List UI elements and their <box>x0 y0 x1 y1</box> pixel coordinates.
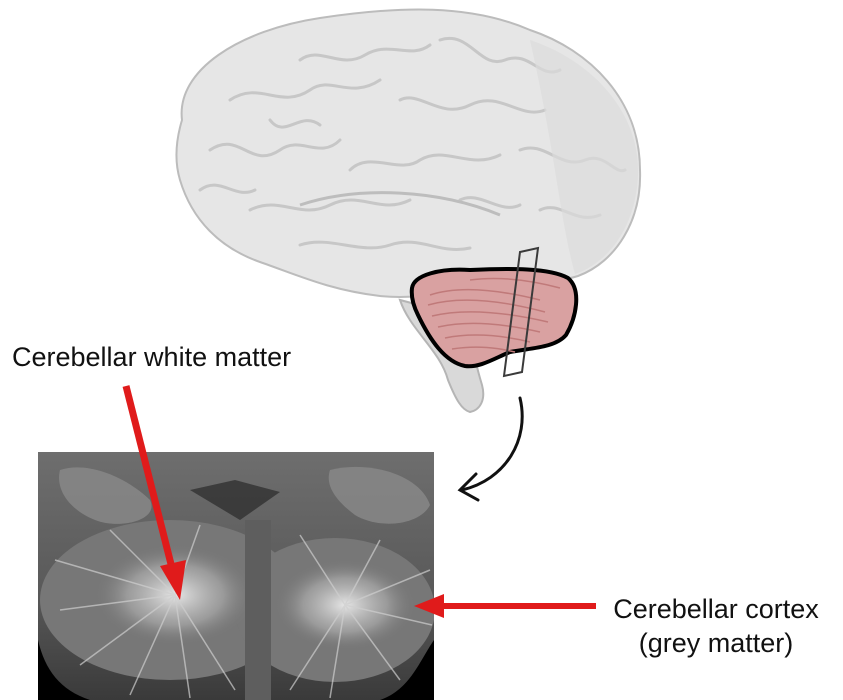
pointer-arrow-cortex <box>414 594 596 618</box>
label-cortex-line2: (grey matter) <box>596 626 836 660</box>
label-cortex-line1: Cerebellar cortex <box>596 592 836 626</box>
label-cerebellar-cortex: Cerebellar cortex (grey matter) <box>596 592 836 660</box>
curved-arrow-icon <box>460 398 522 500</box>
label-cerebellar-white-matter: Cerebellar white matter <box>12 340 291 374</box>
mri-cerebellum-section <box>38 452 435 700</box>
